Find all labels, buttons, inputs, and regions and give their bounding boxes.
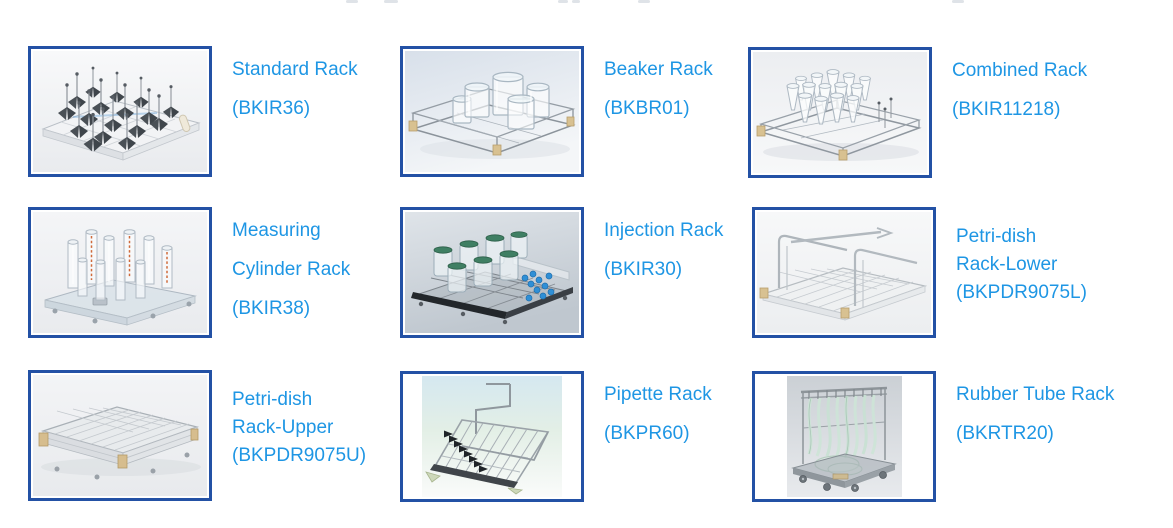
product-name-link[interactable]: Pipette Rack	[604, 384, 712, 405]
product-cell-injection-rack: Injection Rack (BKIR30)	[400, 207, 723, 338]
product-image-link-rubber-tube-rack[interactable]	[752, 371, 936, 502]
product-cell-pipette-rack: Pipette Rack (BKPR60)	[400, 371, 712, 502]
product-code-link[interactable]: (BKIR38)	[232, 298, 311, 319]
product-name-link[interactable]: Injection Rack	[604, 220, 724, 241]
product-name-link[interactable]: Petri-dish	[956, 226, 1037, 247]
product-label: Standard Rack (BKIR36)	[232, 46, 358, 137]
artifact-mark	[952, 0, 964, 3]
product-image-link-measuring-cylinder-rack[interactable]	[28, 207, 212, 338]
product-label: Petri-dish Rack-Lower (BKPDR9075L)	[956, 207, 1087, 310]
beaker-rack-photo	[405, 51, 579, 172]
artifact-mark	[384, 0, 398, 3]
injection-rack-photo	[405, 212, 579, 333]
product-cell-combined-rack: Combined Rack (BKIR11218)	[748, 47, 1087, 178]
product-label: Petri-dish Rack-Upper (BKPDR9075U)	[232, 370, 366, 473]
photo-frame	[753, 52, 927, 173]
photo-frame	[405, 376, 579, 497]
product-image-link-petri-dish-rack-upper[interactable]	[28, 370, 212, 501]
product-cell-standard-rack: Standard Rack (BKIR36)	[28, 46, 358, 177]
product-image-link-beaker-rack[interactable]	[400, 46, 584, 177]
photo-frame	[405, 51, 579, 172]
photo-frame	[33, 212, 207, 333]
product-name-link[interactable]: Rubber Tube Rack	[956, 384, 1115, 405]
product-label: Rubber Tube Rack (BKRTR20)	[956, 371, 1114, 462]
product-image-link-combined-rack[interactable]	[748, 47, 932, 178]
product-name-link[interactable]: Petri-dish	[232, 389, 313, 410]
combined-rack-photo	[753, 52, 927, 173]
photo-frame	[33, 375, 207, 496]
petri-dish-rack-upper-photo	[33, 375, 207, 496]
artifact-mark	[572, 0, 580, 3]
standard-rack-photo	[33, 51, 207, 172]
product-image-link-injection-rack[interactable]	[400, 207, 584, 338]
product-name-link[interactable]: Combined Rack	[952, 60, 1088, 81]
product-code-link[interactable]: (BKIR11218)	[952, 99, 1061, 120]
product-cell-petri-dish-rack-upper: Petri-dish Rack-Upper (BKPDR9075U)	[28, 370, 366, 501]
product-label: Combined Rack (BKIR11218)	[952, 47, 1087, 138]
product-code-link[interactable]: (BKPR60)	[604, 423, 690, 444]
pipette-rack-photo	[422, 376, 562, 497]
product-name-link[interactable]: Standard Rack	[232, 59, 358, 80]
product-name-link[interactable]: Cylinder Rack	[232, 259, 351, 280]
product-name-link[interactable]: Rack-Lower	[956, 254, 1058, 275]
product-image-link-pipette-rack[interactable]	[400, 371, 584, 502]
product-image-link-standard-rack[interactable]	[28, 46, 212, 177]
product-code-link[interactable]: (BKIR30)	[604, 259, 683, 280]
rubber-tube-rack-photo	[786, 376, 902, 497]
product-label: Measuring Cylinder Rack (BKIR38)	[232, 207, 350, 337]
product-label: Pipette Rack (BKPR60)	[604, 371, 712, 462]
product-code-link[interactable]: (BKPDR9075U)	[232, 445, 367, 466]
product-name-link[interactable]: Measuring	[232, 220, 321, 241]
product-cell-beaker-rack: Beaker Rack (BKBR01)	[400, 46, 713, 177]
photo-frame	[33, 51, 207, 172]
artifact-mark	[638, 0, 650, 3]
product-image-link-petri-dish-rack-lower[interactable]	[752, 207, 936, 338]
measuring-cylinder-rack-photo	[33, 212, 207, 333]
product-name-link[interactable]: Beaker Rack	[604, 59, 713, 80]
product-cell-rubber-tube-rack: Rubber Tube Rack (BKRTR20)	[752, 371, 1114, 502]
product-code-link[interactable]: (BKPDR9075L)	[956, 282, 1087, 303]
product-name-link[interactable]: Rack-Upper	[232, 417, 334, 438]
product-code-link[interactable]: (BKBR01)	[604, 98, 690, 119]
photo-frame	[405, 212, 579, 333]
petri-dish-rack-lower-photo	[757, 212, 931, 333]
product-label: Injection Rack (BKIR30)	[604, 207, 723, 298]
product-cell-measuring-cylinder-rack: Measuring Cylinder Rack (BKIR38)	[28, 207, 350, 338]
product-label: Beaker Rack (BKBR01)	[604, 46, 713, 137]
product-cell-petri-dish-rack-lower: Petri-dish Rack-Lower (BKPDR9075L)	[752, 207, 1087, 338]
photo-frame	[757, 212, 931, 333]
photo-frame	[757, 376, 931, 497]
product-code-link[interactable]: (BKRTR20)	[956, 423, 1054, 444]
artifact-mark	[558, 0, 568, 3]
product-code-link[interactable]: (BKIR36)	[232, 98, 311, 119]
artifact-mark	[346, 0, 358, 3]
